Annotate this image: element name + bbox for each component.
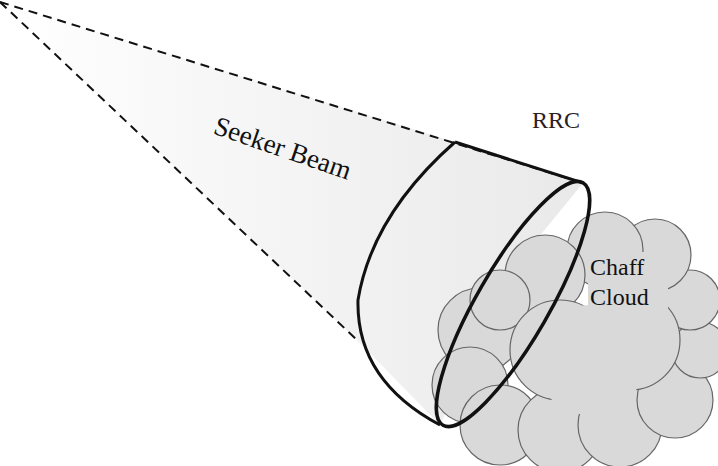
cloud-core [535, 305, 645, 415]
region-label: RRC [532, 107, 580, 134]
cylinder-edge [455, 142, 583, 183]
beam-edge [0, 2, 357, 340]
node-label: Chaff Cloud [588, 252, 668, 312]
chaff-cloud-shape [432, 212, 718, 466]
cylinder-front [412, 165, 614, 443]
beam-shade [0, 2, 583, 425]
cloud-node: Chaff Cloud [588, 252, 668, 312]
